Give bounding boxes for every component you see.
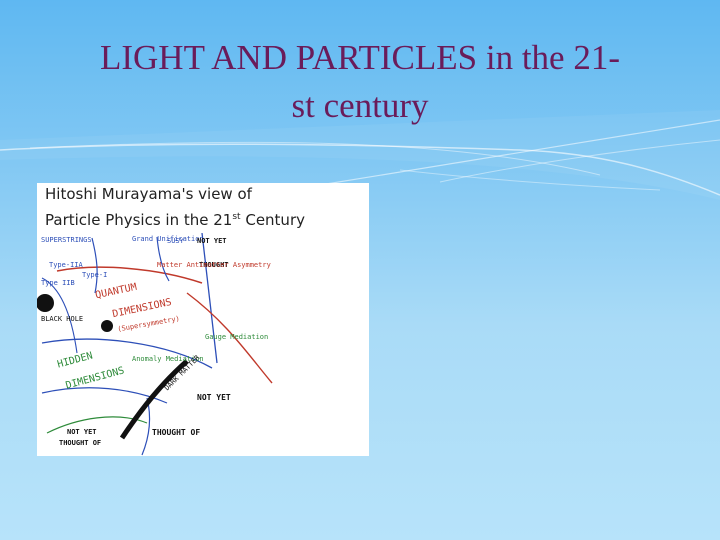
label-gauge-mediation: Gauge Mediation bbox=[205, 333, 269, 341]
label-thought-of-3: THOUGHT OF bbox=[59, 439, 102, 447]
label-grand-unification: Grand Unification bbox=[132, 235, 204, 243]
figure-heading-line-2: Particle Physics in the 21st Century bbox=[45, 211, 305, 229]
label-not-yet-3: NOT YET bbox=[67, 428, 97, 436]
label-thought-of-2: THOUGHT OF bbox=[152, 428, 201, 437]
label-black-hole: BLACK HOLE bbox=[41, 315, 84, 323]
label-susy: SUSY bbox=[167, 237, 184, 245]
label-type-iib: Type IIB bbox=[41, 279, 75, 287]
figure-heading-line-1: Hitoshi Murayama's view of bbox=[45, 185, 252, 203]
murayama-diagram-image: Hitoshi Murayama's view of Particle Phys… bbox=[37, 183, 369, 456]
label-thought-of-1: THOUGHT bbox=[199, 261, 229, 269]
slide-title: LIGHT AND PARTICLES in the 21- st centur… bbox=[20, 34, 700, 130]
label-anomaly-mediation: Anomaly Mediation bbox=[132, 355, 204, 363]
label-not-yet-2: NOT YET bbox=[197, 393, 231, 402]
label-type-iia: Type-IIA bbox=[49, 261, 83, 269]
label-type-i: Type-I bbox=[82, 271, 108, 279]
slide-title-line-2: st century bbox=[291, 86, 429, 125]
label-superstrings: SUPERSTRINGS bbox=[41, 236, 92, 244]
slide-title-line-1: LIGHT AND PARTICLES in the 21- bbox=[100, 38, 620, 77]
sketch-diagram bbox=[37, 233, 273, 456]
label-not-yet-1: NOT YET bbox=[197, 237, 227, 245]
label-matter-antimatter: Matter Antimatter Asymmetry bbox=[157, 261, 271, 269]
